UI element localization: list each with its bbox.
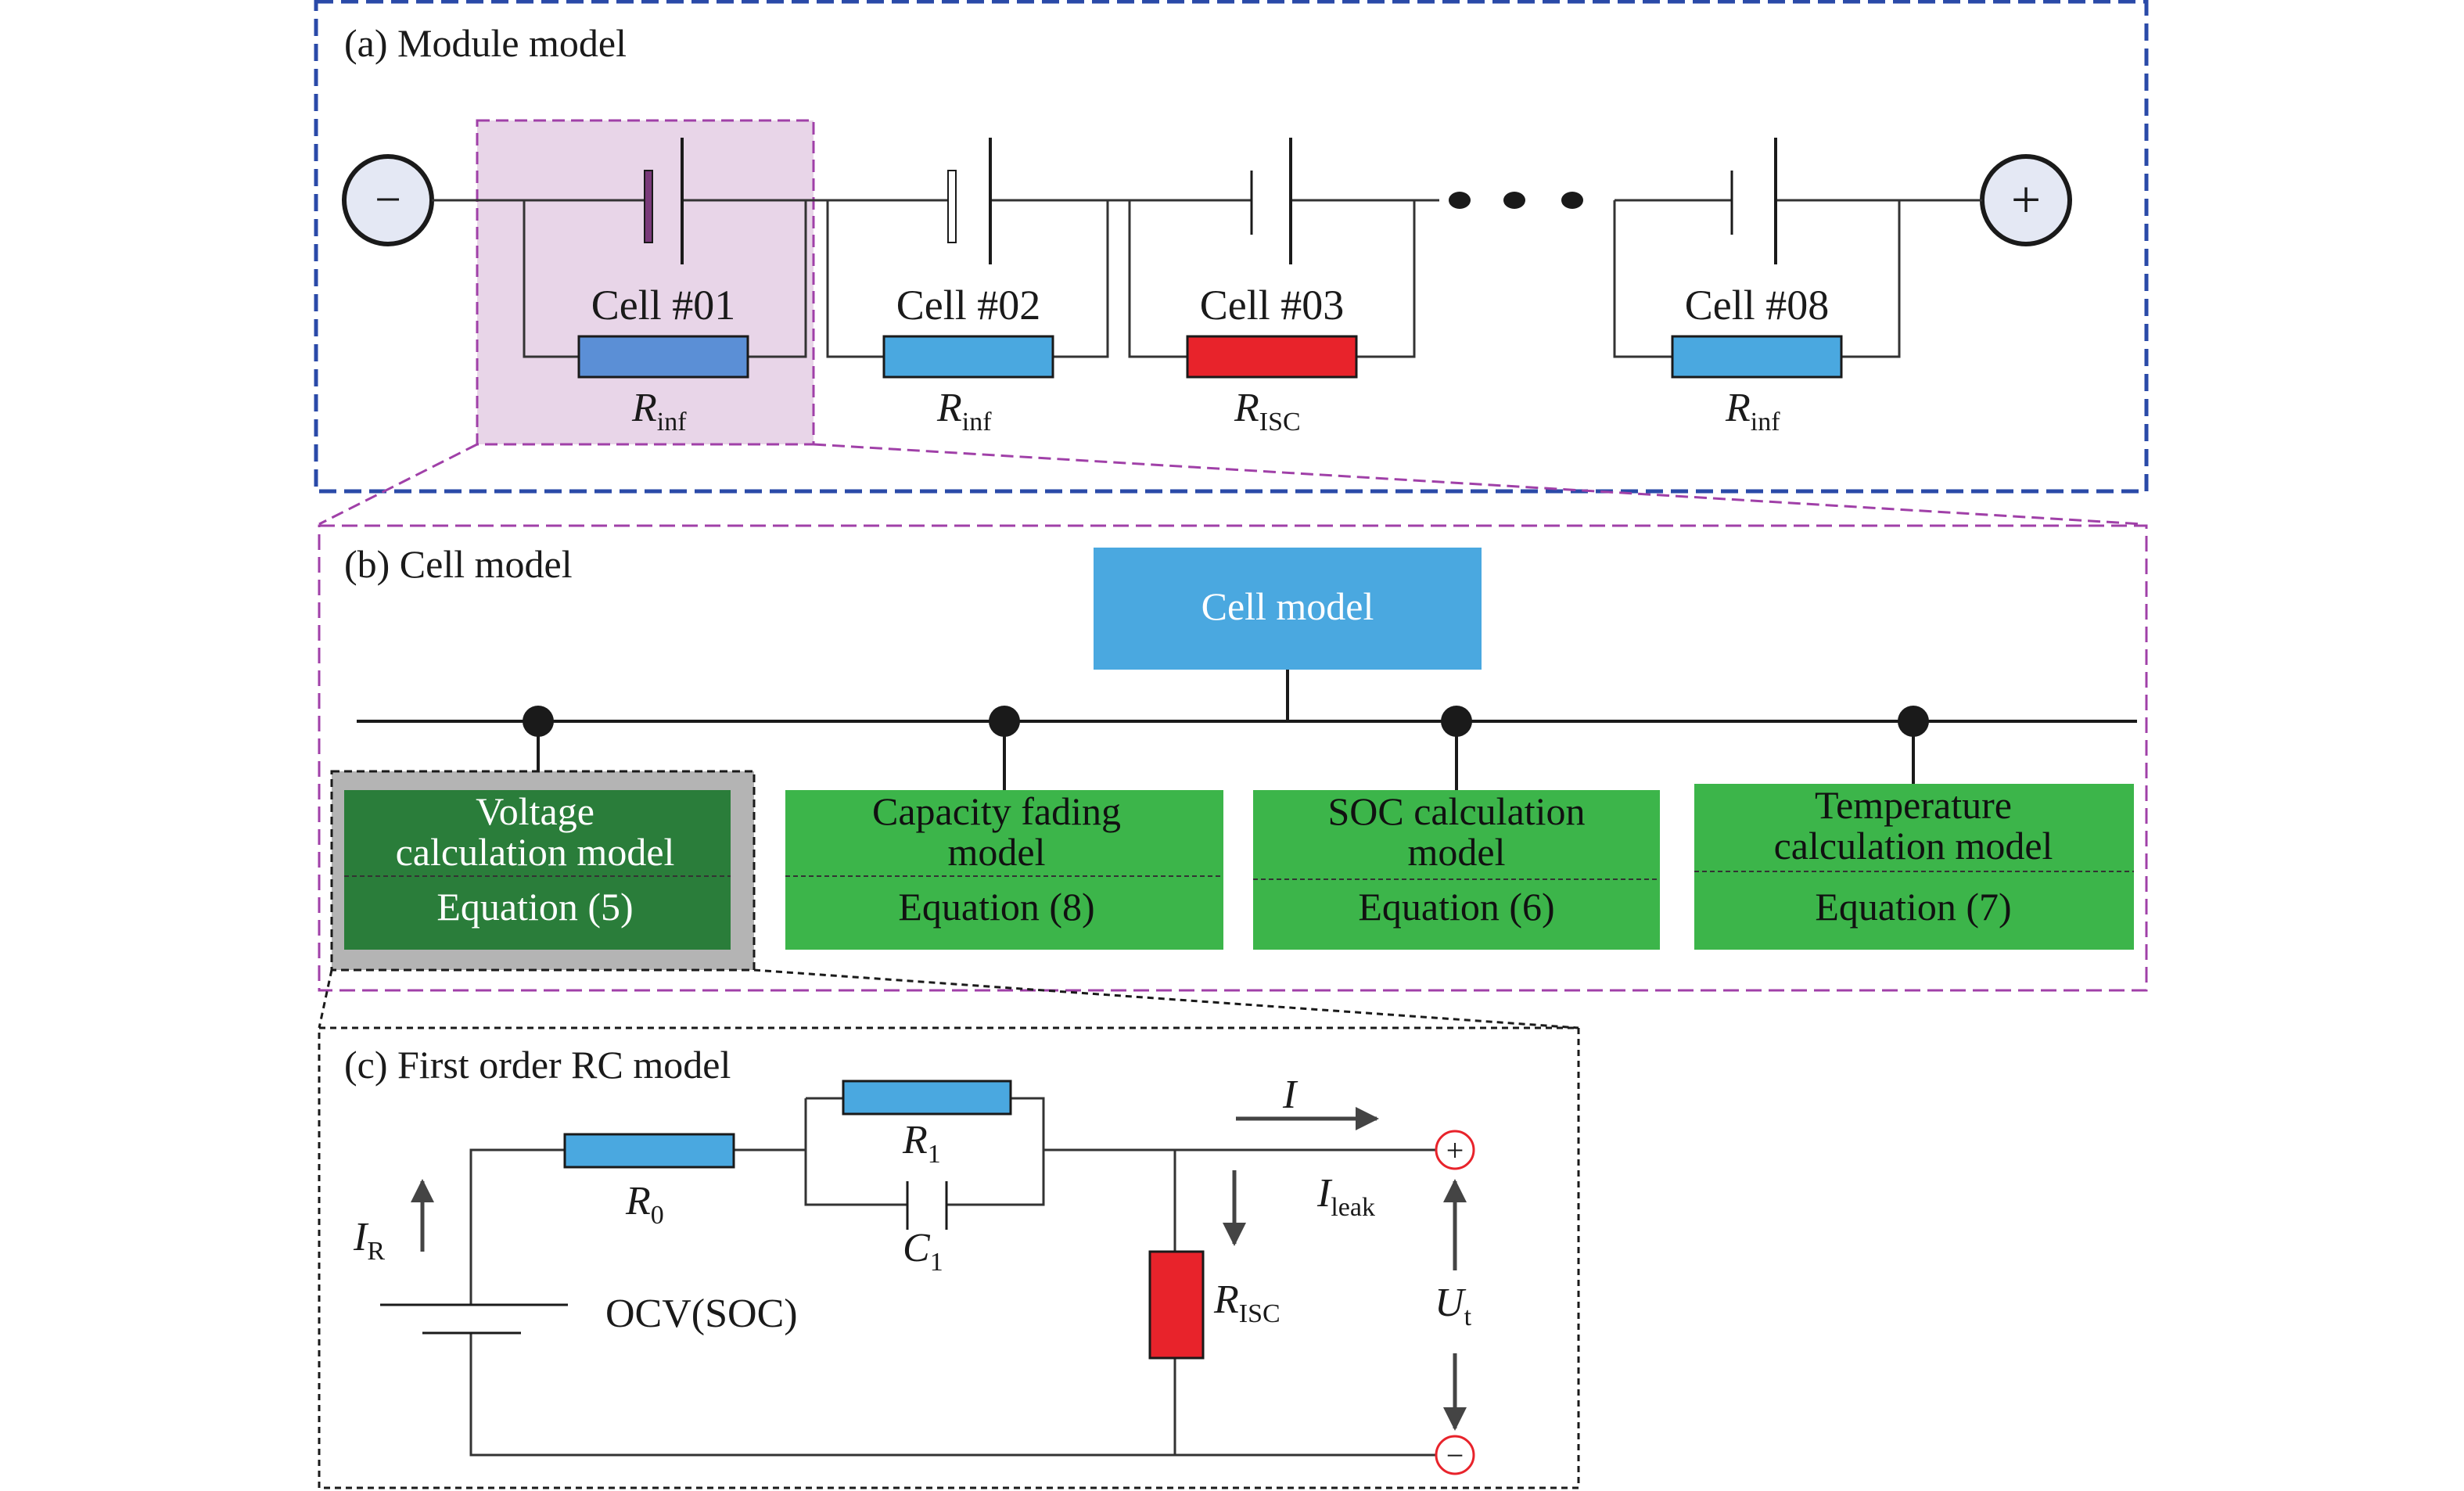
svg-text:+: + <box>1446 1133 1464 1168</box>
r1-resistor <box>842 1080 1012 1116</box>
svg-text:Voltage: Voltage <box>476 789 594 833</box>
cell-08-label: Cell #08 <box>1685 282 1830 329</box>
cell-02-battery-symbol <box>947 138 992 264</box>
risc-resistor <box>1148 1250 1205 1360</box>
svg-text:SOC calculation: SOC calculation <box>1327 789 1585 833</box>
svg-text:Equation (5): Equation (5) <box>436 885 633 929</box>
cell-08-shunt-loop <box>1613 200 1901 379</box>
submodel-voltage: Voltage calculation model Equation (5) <box>330 770 756 972</box>
r1-label: R1 <box>902 1118 941 1169</box>
rc-model-frame <box>318 1026 1580 1489</box>
r0-label: R0 <box>625 1179 664 1230</box>
cell-08-resistor-label: Rinf <box>1725 386 1780 437</box>
ellipsis-dots <box>1449 192 1583 209</box>
svg-text:−: − <box>375 174 401 225</box>
svg-text:model: model <box>1408 830 1506 874</box>
svg-text:calculation model: calculation model <box>1774 824 2053 868</box>
cell-01-label: Cell #01 <box>591 282 736 329</box>
submodel-soc: SOC calculation model Equation (6) <box>1253 789 1660 950</box>
cell-03-shunt-loop <box>1128 200 1416 379</box>
cell-02-label: Cell #02 <box>896 282 1041 329</box>
cell-model-tree-lines <box>357 670 2137 790</box>
svg-text:Equation (7): Equation (7) <box>1815 885 2011 929</box>
cell-08-battery-symbol <box>1730 138 1777 264</box>
cell-model-root-box: Cell model <box>1094 548 1482 670</box>
r0-resistor <box>563 1133 735 1169</box>
cell-03-label: Cell #03 <box>1200 282 1345 329</box>
svg-text:−: − <box>1446 1438 1464 1473</box>
cell-03-resistor-label: RISC <box>1234 386 1301 437</box>
i-label: I <box>1282 1072 1298 1117</box>
zoom-connector-b-to-c <box>318 968 1579 1029</box>
cell-model-title: (b) Cell model <box>344 542 573 586</box>
svg-text:calculation model: calculation model <box>396 830 675 874</box>
cell-08-resistor <box>1671 335 1843 379</box>
ir-label: IR <box>353 1215 385 1266</box>
module-model-title: (a) Module model <box>344 21 627 65</box>
submodel-temperature: Temperature calculation model Equation (… <box>1694 783 2134 950</box>
cell-model-frame <box>318 524 2148 992</box>
ileak-label: Ileak <box>1316 1171 1375 1222</box>
svg-text:Temperature: Temperature <box>1815 783 2012 827</box>
cell-01-resistor-label: Rinf <box>631 386 687 437</box>
svg-text:Equation (8): Equation (8) <box>898 885 1094 929</box>
positive-terminal: + <box>1980 154 2072 246</box>
cell-02-resistor-label: Rinf <box>936 386 992 437</box>
cell-02-resistor <box>882 335 1054 379</box>
rc-model-title: (c) First order RC model <box>344 1043 731 1087</box>
ocv-label: OCV(SOC) <box>605 1292 798 1336</box>
rc-positive-terminal: + <box>1435 1130 1475 1170</box>
cell-02-shunt-loop <box>826 200 1109 379</box>
negative-terminal: − <box>342 154 434 246</box>
svg-text:+: + <box>2011 170 2041 229</box>
svg-text:model: model <box>948 830 1046 874</box>
cell-01-shunt-loop <box>523 200 807 379</box>
risc-label: RISC <box>1213 1277 1280 1328</box>
cell-03-battery-symbol <box>1250 138 1292 264</box>
module-model-frame <box>314 0 2149 494</box>
cell-01-resistor <box>577 335 749 379</box>
zoom-connector-a-to-b <box>318 443 2144 526</box>
rc-negative-terminal: − <box>1435 1435 1475 1475</box>
ut-label: Ut <box>1435 1281 1472 1331</box>
svg-text:Cell model: Cell model <box>1201 584 1374 628</box>
svg-text:Capacity fading: Capacity fading <box>872 789 1121 833</box>
submodel-capacity-fading: Capacity fading model Equation (8) <box>785 789 1223 950</box>
rc-circuit-wires <box>380 1097 1436 1457</box>
cell-03-resistor <box>1186 335 1358 379</box>
rc-current-arrows <box>411 1107 1467 1431</box>
svg-text:Equation (6): Equation (6) <box>1358 885 1554 929</box>
c1-label: C1 <box>903 1226 943 1277</box>
cell-01-battery-symbol <box>644 138 684 264</box>
